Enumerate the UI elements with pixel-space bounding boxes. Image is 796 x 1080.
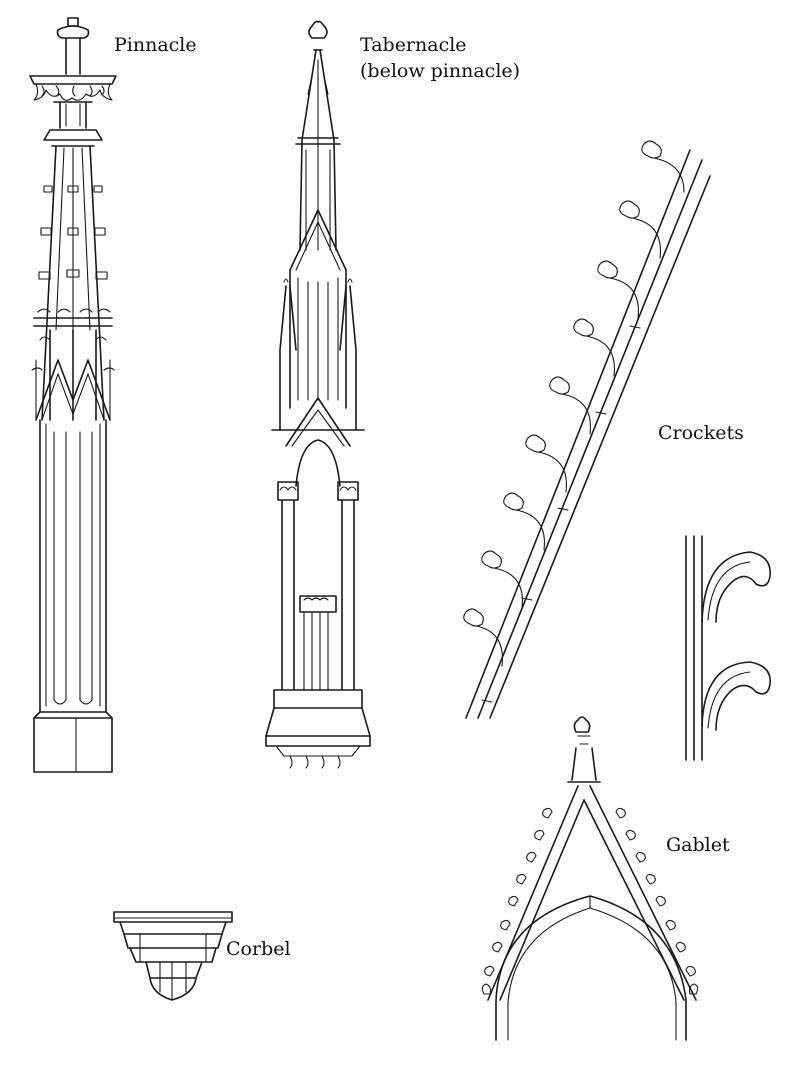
gablet-drawing	[481, 716, 699, 1041]
crockets-drawing	[463, 140, 711, 719]
label-pinnacle: Pinnacle	[114, 34, 197, 56]
tabernacle-drawing	[265, 20, 371, 769]
pinnacle-drawing	[29, 17, 117, 773]
label-crockets: Crockets	[658, 422, 744, 444]
label-gablet: Gablet	[666, 834, 730, 856]
label-corbel: Corbel	[226, 938, 291, 960]
label-tabernacle: Tabernacle	[360, 34, 467, 56]
label-tabernacle-note: (below pinnacle)	[360, 60, 521, 82]
corbel-drawing	[113, 911, 233, 1001]
crocket-detail-drawing	[685, 535, 771, 761]
